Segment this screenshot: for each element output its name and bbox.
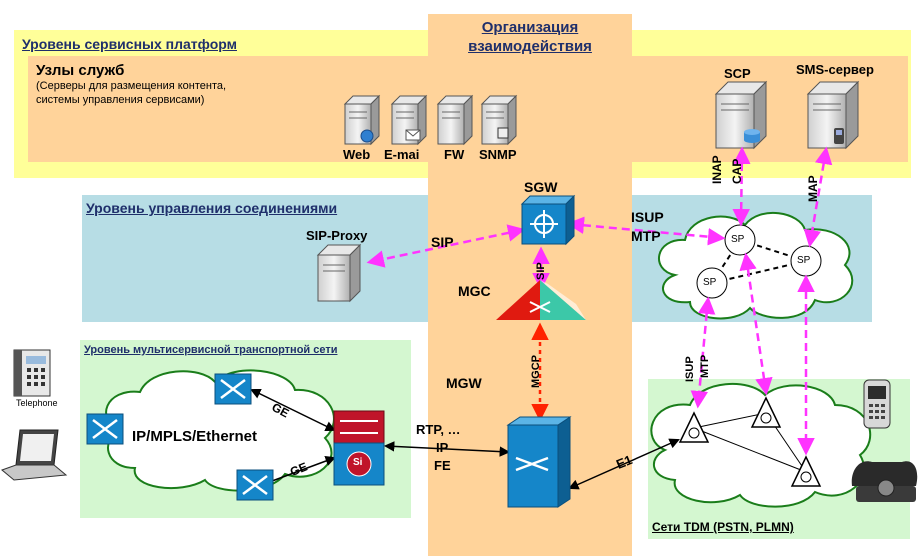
- sgw-label: SGW: [524, 179, 558, 195]
- ip-label: IP: [436, 440, 449, 455]
- tdm-cloud: [650, 382, 872, 508]
- scp-label: SCP: [724, 66, 751, 81]
- cap-label: CAP: [730, 158, 744, 184]
- sip-proxy-server-icon: [316, 243, 362, 303]
- mgw-label: MGW: [446, 375, 482, 391]
- center-title-line1: Организация: [481, 19, 579, 36]
- tdm-node-3: [790, 455, 822, 487]
- mgcp-label: MGCP: [530, 355, 542, 388]
- web-server-icon: [343, 94, 381, 146]
- mtp-bottom-label: MTP: [699, 354, 711, 378]
- isup-top-label: ISUP: [631, 209, 664, 225]
- tdm-node-1: [678, 411, 710, 443]
- mobile-phone-icon: [863, 379, 891, 429]
- map-label: MAP: [806, 175, 820, 202]
- isup-bottom-label: ISUP: [684, 356, 696, 382]
- tdm-node-2: [750, 396, 782, 428]
- sp-label-1: SP: [731, 234, 745, 245]
- service-level-title: Уровень сервисных платформ: [22, 36, 237, 52]
- si-label: Si: [353, 457, 363, 468]
- fw-label: FW: [444, 147, 465, 162]
- center-column-title: Организация взаимодействия: [428, 18, 632, 56]
- mtp-top-label: MTP: [631, 228, 661, 244]
- signaling-cloud: [658, 211, 854, 320]
- snmp-label: SNMP: [479, 147, 517, 162]
- sp-label-3: SP: [797, 255, 811, 266]
- ip-mpls-label: IP/MPLS/Ethernet: [132, 428, 258, 445]
- email-server-icon: [390, 94, 428, 146]
- firewall-server-icon: [436, 94, 474, 146]
- laptop-icon: [1, 429, 68, 481]
- transport-level-title: Уровень мультисервисной транспортной сет…: [84, 344, 338, 356]
- fe-label: FE: [434, 458, 451, 473]
- scp-server-icon: [714, 80, 768, 150]
- sms-label: SMS-сервер: [796, 62, 874, 77]
- email-label: E-mai: [384, 147, 420, 162]
- mgw-icon: [506, 416, 572, 508]
- tdm-title: Сети TDM (PSTN, PLMN): [652, 520, 794, 534]
- sgw-icon: [520, 194, 576, 246]
- switch-icon-2: [86, 413, 124, 445]
- snmp-server-icon: [480, 94, 518, 146]
- web-label: Web: [343, 147, 371, 162]
- inap-label: INAP: [710, 155, 724, 184]
- service-nodes-title: Узлы служб: [36, 62, 125, 79]
- telephone-label: Telephone: [16, 398, 58, 408]
- si-router-icon: [333, 410, 385, 486]
- sip-vertical-label: SIP: [535, 262, 547, 280]
- mgc-icon: [496, 280, 586, 320]
- switch-icon-1: [214, 373, 252, 405]
- service-nodes-subtitle-2: системы управления сервисами): [36, 94, 205, 106]
- control-level-title: Уровень управления соединениями: [86, 200, 338, 216]
- mgc-label: MGC: [458, 283, 491, 299]
- rtp-label: RTP, …: [416, 422, 461, 437]
- service-nodes-subtitle-1: (Серверы для размещения контента,: [36, 80, 227, 92]
- sip-horizontal-label: SIP: [431, 234, 454, 250]
- sp-label-2: SP: [703, 277, 717, 288]
- telephone-icon: [13, 349, 51, 397]
- sip-proxy-label: SIP-Proxy: [306, 228, 368, 243]
- sms-server-icon: [806, 80, 860, 150]
- switch-icon-3: [236, 469, 274, 501]
- center-title-line2: взаимодействия: [468, 38, 592, 55]
- desk-phone-icon: [851, 461, 918, 502]
- transport-links: [250, 388, 680, 490]
